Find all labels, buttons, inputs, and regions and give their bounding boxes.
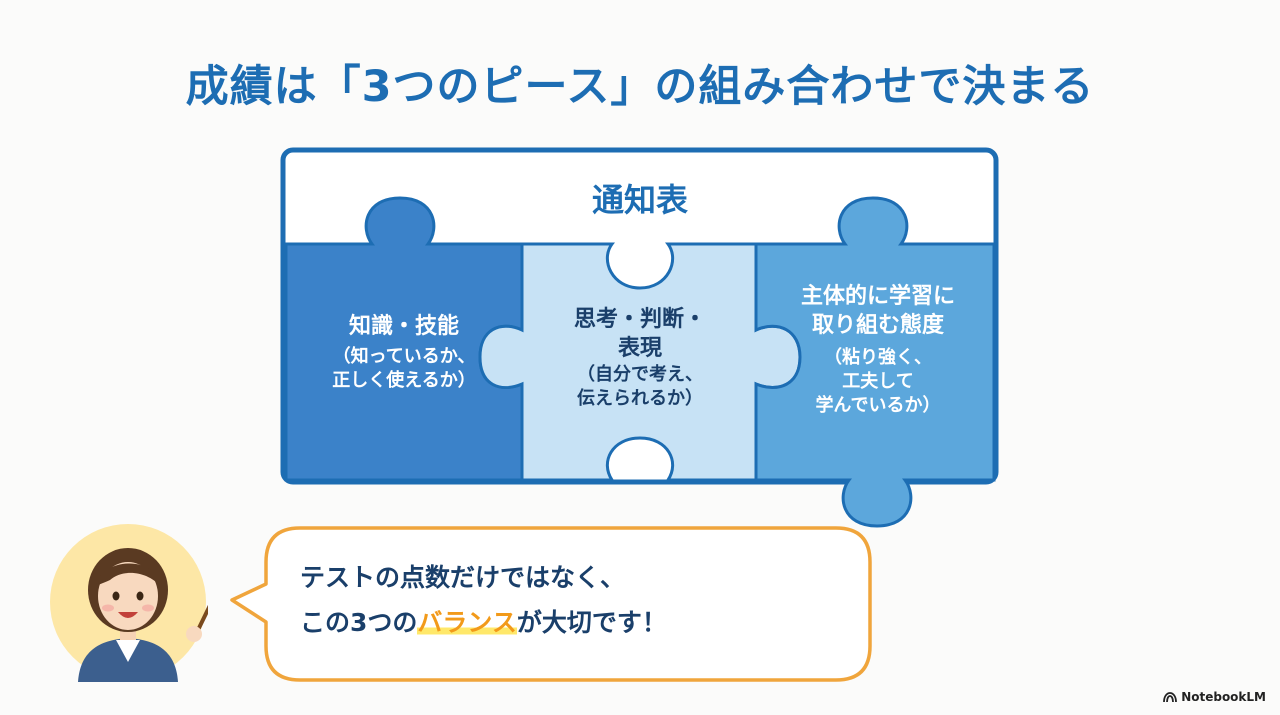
piece-sub-line: 工夫して bbox=[842, 370, 914, 392]
brand-text: NotebookLM bbox=[1181, 690, 1266, 704]
piece-sub-line: （知っているか、 bbox=[332, 346, 476, 368]
speech-line-2-pre: この3つの bbox=[300, 608, 418, 637]
speech-line-2: この3つのバランスが大切です！ bbox=[300, 600, 860, 645]
notebooklm-logo-icon bbox=[1163, 691, 1178, 702]
page-title: 成績は「3つのピース」の組み合わせで決まる bbox=[185, 62, 1095, 112]
piece-sub-line: 伝えられるか） bbox=[577, 387, 703, 409]
brand-watermark: NotebookLM bbox=[1163, 690, 1266, 704]
piece-attitude bbox=[754, 196, 996, 528]
piece-heading: 主体的に学習に bbox=[800, 284, 955, 309]
report-card-label: 通知表 bbox=[591, 181, 688, 219]
speech-line-2-post: が大切です！ bbox=[516, 608, 667, 637]
speech-text: テストの点数だけではなく、 この3つのバランスが大切です！ bbox=[300, 555, 860, 645]
piece-thinking-text: 思考・判断・ 表現 （自分で考え、 伝えられるか） bbox=[540, 305, 740, 411]
piece-sub-line: 正しく使えるか） bbox=[332, 369, 476, 391]
piece-sub-line: 学んでいるか） bbox=[815, 394, 941, 416]
piece-knowledge-text: 知識・技能 （知っているか、 正しく使えるか） bbox=[285, 312, 523, 393]
piece-sub-line: （粘り強く、 bbox=[824, 347, 932, 369]
piece-attitude-text: 主体的に学習に 取り組む態度 （粘り強く、 工夫して 学んでいるか） bbox=[758, 282, 998, 417]
piece-heading: 取り組む態度 bbox=[811, 313, 944, 339]
highlight-balance: バランス bbox=[417, 608, 517, 637]
piece-sub-line: （自分で考え、 bbox=[577, 364, 703, 386]
speech-line-1: テストの点数だけではなく、 bbox=[300, 563, 626, 592]
piece-heading: 知識・技能 bbox=[348, 314, 459, 339]
teacher-avatar bbox=[50, 524, 208, 682]
piece-heading: 表現 bbox=[617, 336, 662, 362]
piece-heading: 思考・判断・ bbox=[573, 307, 706, 332]
